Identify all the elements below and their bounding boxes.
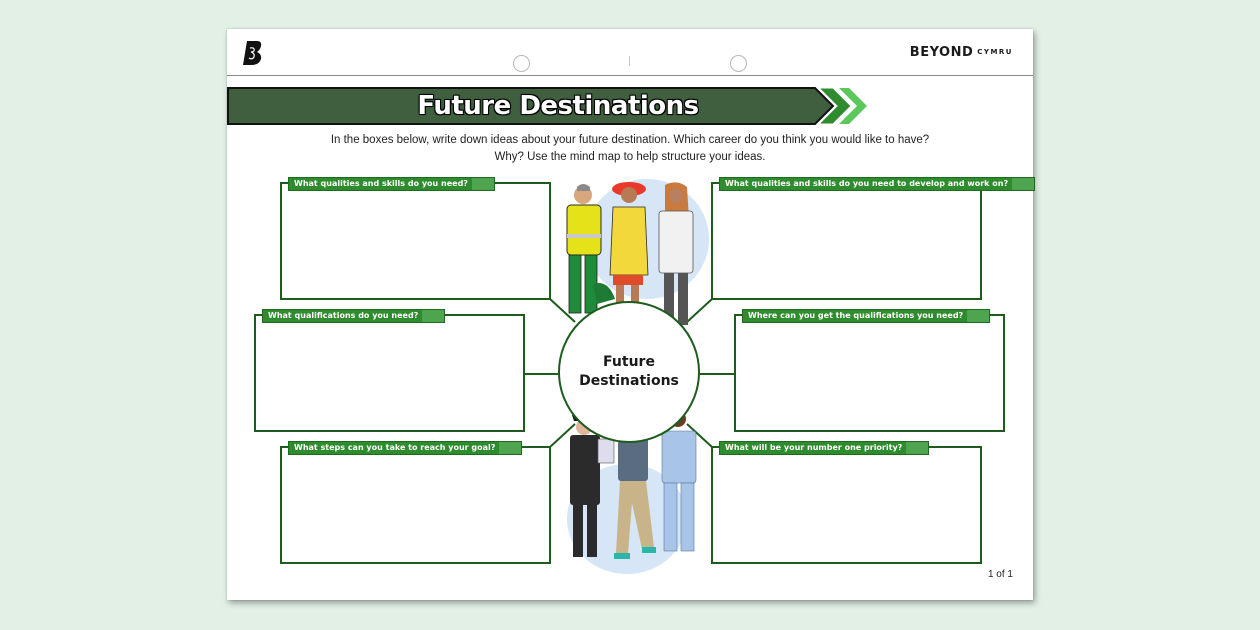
nurse-figure-icon [661, 411, 697, 552]
page-indicator: 1 of 1 [987, 569, 1013, 580]
center-title-line-2: Destinations [579, 373, 679, 389]
header-divider [227, 75, 1033, 76]
box-label: What qualities and skills do you need to… [719, 177, 1036, 191]
career-illustrations-top [566, 182, 694, 325]
mind-map-box-bottom-left[interactable]: What steps can you take to reach your go… [280, 441, 551, 564]
box-label: What qualifications do you need? [262, 309, 446, 323]
instructions: In the boxes below, write down ideas abo… [287, 132, 973, 166]
instructions-line-2: Why? Use the mind map to help structure … [494, 151, 766, 163]
page-title: Future Destinations [417, 91, 699, 121]
mind-map-box-bottom-right[interactable]: What will be your number one priority? [711, 441, 982, 564]
box-label: What steps can you take to reach your go… [288, 441, 523, 455]
brand-name: BEYOND [909, 45, 974, 60]
punch-hole-right [730, 55, 747, 72]
center-fold-mark [629, 56, 630, 66]
punch-hole-left [513, 55, 530, 72]
mind-map-box-mid-left[interactable]: What qualifications do you need? [254, 309, 525, 432]
mind-map-box-top-left[interactable]: What qualities and skills do you need? [280, 177, 551, 300]
beyond-b-logo-icon [243, 41, 262, 65]
scientist-figure-icon [658, 182, 694, 325]
instructions-line-1: In the boxes below, write down ideas abo… [330, 134, 930, 146]
paramedic-figure-icon [566, 184, 615, 314]
box-label: What will be your number one priority? [719, 441, 930, 455]
center-title-line-1: Future [603, 354, 655, 370]
box-label: What qualities and skills do you need? [288, 177, 495, 191]
box-label: Where can you get the qualifications you… [742, 309, 991, 323]
mind-map-box-top-right[interactable]: What qualities and skills do you need to… [711, 177, 1036, 300]
title-banner [227, 87, 867, 125]
lifeguard-figure-icon [609, 182, 649, 305]
mind-map-center: Future Destinations [558, 301, 700, 443]
brand-sub: CYMRU [977, 48, 1013, 56]
mind-map-box-mid-right[interactable]: Where can you get the qualifications you… [734, 309, 1005, 432]
